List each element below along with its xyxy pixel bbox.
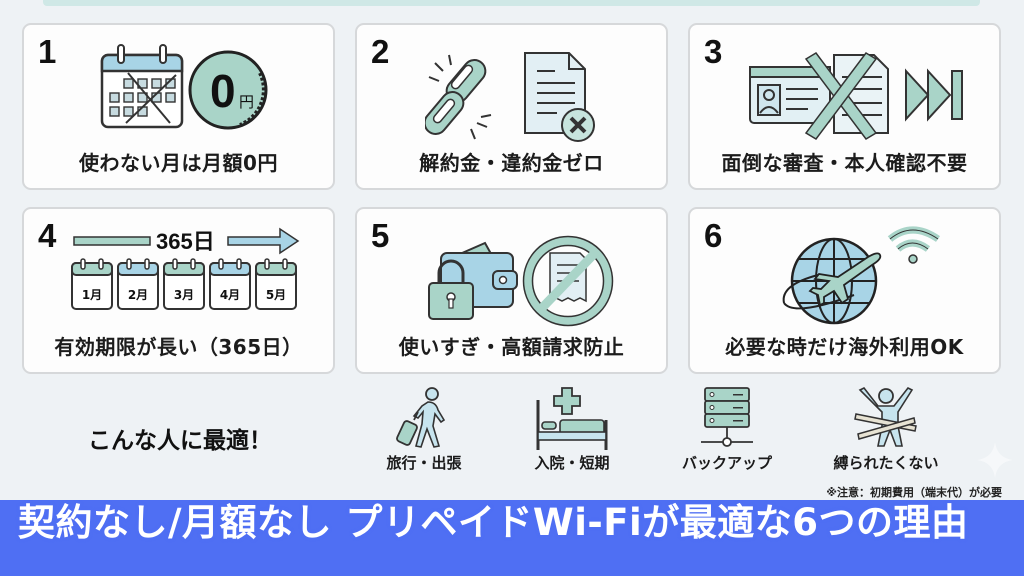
top-decor-bar <box>43 0 980 6</box>
reason-number: 4 <box>38 217 57 254</box>
svg-text:2月: 2月 <box>128 288 148 302</box>
reason-card-6: 6 必要な時だけ海外利用OK <box>688 207 1001 374</box>
month-calendars: 1月 2月 3月 4月 5月 <box>71 258 297 310</box>
svg-text:3月: 3月 <box>174 288 194 302</box>
persona-backup: バックアップ <box>672 386 782 473</box>
reason-number: 1 <box>38 33 57 70</box>
calendar-timeline-icon: 365日 1月 2月 3月 4月 5月 <box>71 227 300 310</box>
reason-card-4: 4 365日 1月 2月 3月 4月 5月 有効期限が長い（365日） <box>22 207 335 374</box>
svg-text:円: 円 <box>239 93 254 111</box>
svg-text:5月: 5月 <box>266 288 286 302</box>
reason-card-5: 5 使いすぎ・高額請求防止 <box>355 207 668 374</box>
svg-text:4月: 4月 <box>220 288 240 302</box>
server-backup-icon <box>701 387 753 447</box>
page-title: 契約なし/月額なし プリペイドWi-Fiが最適な6つの理由 <box>18 501 969 544</box>
sparkle-icon <box>977 442 1013 478</box>
persona-freedom: 縛られたくない <box>826 386 946 473</box>
reason-number: 3 <box>704 33 723 70</box>
reason-label: 必要な時だけ海外利用OK <box>725 335 964 359</box>
svg-text:365日: 365日 <box>156 229 215 254</box>
traveler-icon <box>396 387 446 448</box>
persona-label: バックアップ <box>681 454 772 472</box>
ideal-for-heading: こんな人に最適！ <box>88 428 272 454</box>
reason-number: 6 <box>704 217 723 254</box>
persona-label: 入院・短期 <box>534 454 610 472</box>
reason-label: 使わない月は月額0円 <box>79 151 278 175</box>
calendar-coin-icon: 0 円 <box>100 44 268 130</box>
broken-chain-document-icon <box>425 52 595 142</box>
reason-label: 有効期限が長い（365日） <box>54 335 303 359</box>
persona-hospital: 入院・短期 <box>522 386 622 473</box>
reason-card-2: 2 解約金・違約金ゼロ <box>355 23 668 190</box>
svg-text:1月: 1月 <box>82 288 102 302</box>
reason-card-1: 1 0 円 使わない月は月額0円 <box>22 23 335 190</box>
hospital-bed-icon <box>536 387 608 450</box>
reason-number: 2 <box>371 33 390 70</box>
globe-plane-wifi-icon <box>782 226 940 325</box>
reason-label: 使いすぎ・高額請求防止 <box>398 335 625 359</box>
initial-cost-note: ※注意：初期費用（端末代）が必要 <box>826 486 1002 499</box>
reason-label: 面倒な審査・本人確認不要 <box>721 151 968 175</box>
persona-traveler: 旅行・出張 <box>374 386 474 473</box>
id-card-skip-icon <box>749 52 963 140</box>
persona-label: 縛られたくない <box>833 454 939 472</box>
freedom-person-icon <box>854 386 917 447</box>
persona-label: 旅行・出張 <box>386 454 462 472</box>
reason-number: 5 <box>371 217 390 254</box>
locked-wallet-no-bill-icon <box>428 235 614 327</box>
title-banner <box>0 500 1024 576</box>
svg-text:0: 0 <box>210 65 236 117</box>
reason-label: 解約金・違約金ゼロ <box>419 151 604 175</box>
reason-card-3: 3 面倒な審査・本人確認不要 <box>688 23 1001 190</box>
